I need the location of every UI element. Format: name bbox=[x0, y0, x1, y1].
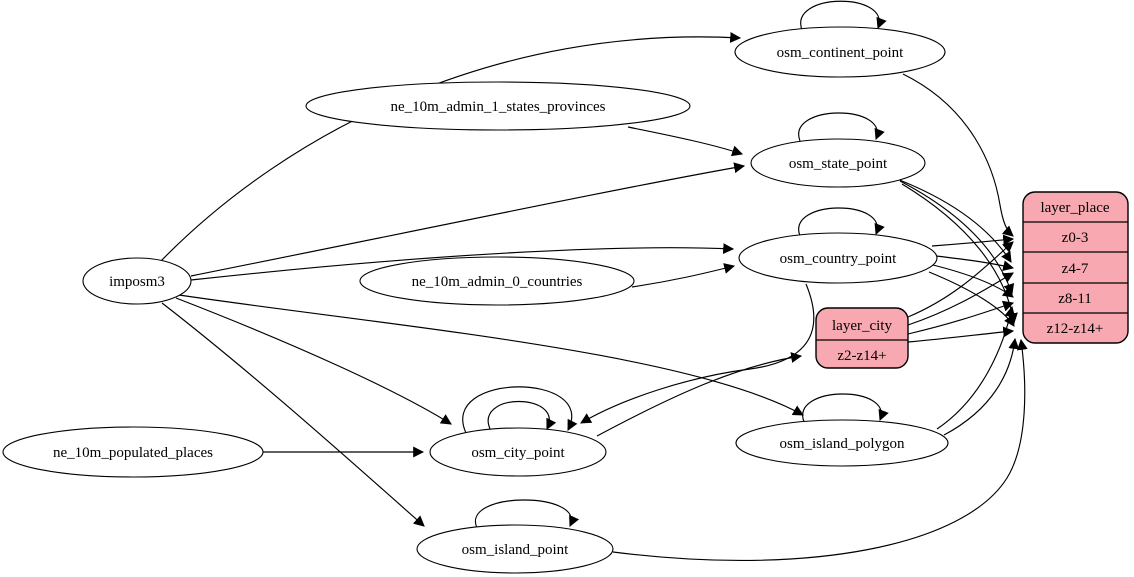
osm_state_point-shape bbox=[750, 138, 926, 188]
node-osm_state_point: osm_state_point bbox=[750, 138, 926, 188]
layer_city-box bbox=[815, 307, 909, 369]
self-loop-osm_island_polygon bbox=[802, 393, 889, 423]
layer_place-title: layer_place bbox=[1040, 200, 1109, 216]
osm_state_point-label: osm_state_point bbox=[789, 156, 888, 172]
imposm3-shape bbox=[82, 257, 192, 305]
osm_island_polygon-shape bbox=[735, 419, 949, 467]
edge-layer_city-layer_place-z12-z14 bbox=[907, 326, 1015, 343]
node-imposm3: imposm3 bbox=[82, 257, 192, 305]
node-osm_country_point: osm_country_point bbox=[738, 232, 938, 284]
edge-osm_state_point-layer_place-z4-7 bbox=[896, 178, 1012, 263]
osm_island_point-shape bbox=[416, 524, 614, 574]
ne_10m_populated_places-shape bbox=[2, 426, 264, 478]
node-osm_island_point: osm_island_point bbox=[416, 524, 614, 574]
osm_country_point-shape bbox=[738, 232, 938, 284]
edge-osm_island_polygon-layer_place-z8-11 bbox=[936, 305, 1016, 430]
edge-imposm3-osm_continent_point bbox=[158, 32, 742, 264]
node-osm_island_polygon: osm_island_polygon bbox=[735, 419, 949, 467]
self-loop-osm_island_point bbox=[474, 499, 580, 529]
ne_10m_admin_0_countries-shape bbox=[359, 256, 635, 306]
osm_city_point-label: osm_city_point bbox=[471, 445, 565, 461]
layer_city-title: layer_city bbox=[832, 318, 892, 334]
edge-osm_continent_point-layer_place-z0-3 bbox=[902, 73, 1014, 237]
edge-layer_city-layer_place-z4-7 bbox=[907, 272, 1014, 326]
edge-imposm3-osm_state_point bbox=[190, 162, 746, 277]
self-loop-osm_country_point bbox=[798, 207, 885, 237]
edge-osm_country_point-layer_place-z8-11 bbox=[932, 264, 1014, 298]
edge-osm_island_polygon-layer_place-z12-z14 bbox=[943, 337, 1020, 436]
layer_place-row-z0-3: z0-3 bbox=[1062, 230, 1089, 246]
node-ne_10m_admin_0_countries: ne_10m_admin_0_countries bbox=[359, 256, 635, 306]
imposm3-label: imposm3 bbox=[109, 274, 165, 290]
edges bbox=[158, 0, 1028, 562]
ne_10m_admin_0_countries-label: ne_10m_admin_0_countries bbox=[412, 274, 583, 290]
osm_island_polygon-label: osm_island_polygon bbox=[779, 436, 905, 452]
node-ne_10m_populated_places: ne_10m_populated_places bbox=[2, 426, 264, 478]
layer_place-row-z12-z14: z12-z14+ bbox=[1047, 321, 1104, 337]
edge-osm_state_point-layer_place-z8-11 bbox=[899, 180, 1015, 296]
osm_continent_point-label: osm_continent_point bbox=[777, 45, 904, 61]
edge-imposm3-osm_island_point bbox=[161, 302, 425, 527]
self-loop-osm_continent_point bbox=[800, 0, 887, 31]
edge-imposm3-osm_island_polygon bbox=[178, 294, 804, 416]
self-loop-osm_city_point-inner bbox=[487, 400, 557, 432]
edge-layer_city-layer_place-z0-3 bbox=[907, 241, 1014, 318]
node-osm_continent_point: osm_continent_point bbox=[734, 26, 946, 78]
edge-osm_country_point-layer_place-z4-7 bbox=[935, 255, 1015, 272]
edge-layer_city-layer_place-z8-11 bbox=[907, 300, 1015, 335]
osm_island_point-label: osm_island_point bbox=[462, 542, 570, 558]
ne_10m_admin_1_states_provinces-shape bbox=[305, 81, 691, 131]
self-loop-osm_state_point bbox=[798, 112, 885, 142]
node-layer_city: layer_city z2-z14+ bbox=[815, 307, 909, 369]
edge-imposm3-osm_city_point bbox=[175, 297, 452, 425]
layer_place-row-z4-7: z4-7 bbox=[1062, 261, 1089, 277]
edge-osm_island_point-layer_place-z12-z14 bbox=[612, 338, 1028, 562]
edge-ne_10m_admin_1_states_provinces-osm_state_point bbox=[627, 126, 744, 157]
self-loop-osm_city_point-outer bbox=[462, 386, 578, 434]
node-ne_10m_admin_1_states_provinces: ne_10m_admin_1_states_provinces bbox=[305, 81, 691, 131]
node-osm_city_point: osm_city_point bbox=[429, 427, 607, 477]
edge-imposm3-osm_country_point bbox=[190, 243, 735, 281]
ne_10m_populated_places-label: ne_10m_populated_places bbox=[53, 445, 213, 461]
layer_place-box bbox=[1022, 191, 1129, 344]
edge-osm_state_point-layer_place-z12-z14 bbox=[901, 183, 1018, 325]
edge-osm_country_point-osm_city_point bbox=[580, 283, 815, 424]
osm_continent_point-shape bbox=[734, 26, 946, 78]
osm_country_point-label: osm_country_point bbox=[780, 251, 897, 267]
edge-osm_country_point-layer_place-z0-3 bbox=[931, 234, 1015, 247]
ne_10m_admin_1_states_provinces-label: ne_10m_admin_1_states_provinces bbox=[391, 99, 606, 115]
layer_city-row-z2-z14: z2-z14+ bbox=[837, 348, 886, 364]
edge-osm_country_point-layer_place-z12-z14 bbox=[928, 271, 1015, 327]
osm_city_point-shape bbox=[429, 427, 607, 477]
edge-ne_10m_admin_0_countries-osm_country_point bbox=[631, 263, 736, 288]
node-layer_place: layer_place z0-3 z4-7 z8-11 z12-z14+ bbox=[1022, 191, 1129, 344]
edge-osm_city_point-layer_city bbox=[596, 352, 803, 437]
layer_place-row-z8-11: z8-11 bbox=[1058, 291, 1092, 307]
